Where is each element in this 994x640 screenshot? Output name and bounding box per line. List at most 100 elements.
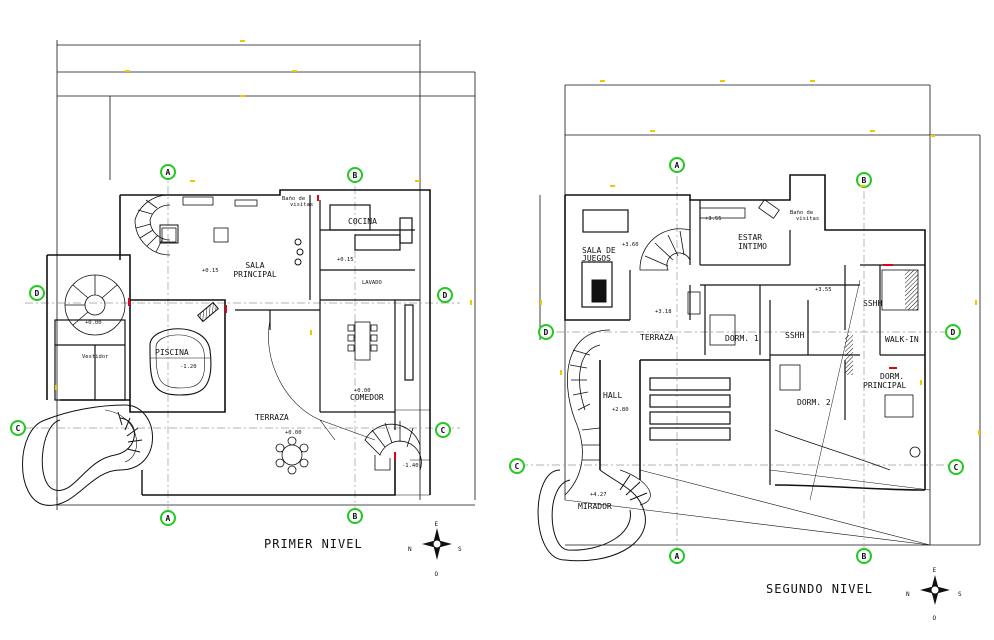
- interior-walls-2: [581, 200, 925, 485]
- exterior-walls-2: [564, 174, 926, 491]
- axis-marker-d-left: D: [29, 285, 45, 301]
- chair: [294, 258, 302, 266]
- axis-marker-d-right-2: D: [945, 324, 961, 340]
- axis-marker-b-top: B: [347, 167, 363, 183]
- level-mark: -1.40: [402, 463, 419, 469]
- bed-dorm2: [779, 364, 801, 391]
- room-label-lavado: LAVADO: [362, 280, 382, 286]
- room-label-sshh2: SSHH: [785, 331, 804, 340]
- level-mark: +3.55: [815, 287, 832, 293]
- pool: [149, 328, 212, 396]
- level-mark: +0.15: [337, 257, 354, 263]
- chair-2: [758, 199, 780, 219]
- axis-marker-c-right-2: C: [948, 459, 964, 475]
- axis-marker-a-top-2: A: [669, 157, 685, 173]
- room-label-cocina: COCINA: [348, 217, 377, 226]
- svg-text:A: A: [166, 168, 171, 177]
- walkin-rack: [905, 270, 918, 310]
- room-label-sala-line2: PRINCIPAL: [233, 270, 277, 279]
- svg-text:S: S: [458, 546, 462, 553]
- hall-stair: [564, 329, 611, 496]
- armchair: [687, 291, 701, 315]
- svg-text:C: C: [515, 462, 520, 471]
- svg-text:B: B: [862, 552, 867, 561]
- axis-grid-lines: [25, 170, 460, 520]
- axis-marker-b-bottom-2: B: [856, 548, 872, 564]
- svg-text:O: O: [933, 615, 937, 622]
- dimension-lines-2: [539, 84, 981, 546]
- svg-text:D: D: [544, 328, 549, 337]
- svg-text:D: D: [443, 291, 448, 300]
- room-label-sshh1: SSHH: [863, 299, 882, 308]
- axis-markers-segundo: A B A B D D C C: [509, 157, 964, 564]
- axis-marker-c-left: C: [10, 420, 26, 436]
- desk: [699, 207, 746, 219]
- room-label-terraza: TERRAZA: [255, 413, 289, 422]
- level-mark: +0.15: [202, 268, 219, 274]
- room-label-piscina: PISCINA: [155, 348, 189, 357]
- spiral-stair-2: [639, 228, 691, 271]
- svg-text:N: N: [906, 591, 910, 598]
- level-mark: +4.27: [590, 492, 607, 498]
- plan-primer-nivel: [22, 40, 476, 520]
- axis-marker-d-right: D: [437, 287, 453, 303]
- curved-ramp: [22, 404, 153, 506]
- pool-table: [591, 279, 607, 303]
- plan-segundo-nivel: [520, 84, 981, 562]
- level-mark: +2.80: [612, 407, 629, 413]
- room-label-dorm-principal: DORM.PRINCIPAL: [863, 372, 907, 390]
- svg-text:O: O: [435, 571, 439, 578]
- svg-text:C: C: [954, 463, 959, 472]
- room-label-vestidor: Vestidor: [82, 354, 109, 360]
- svg-text:A: A: [675, 552, 680, 561]
- svg-text:C: C: [441, 426, 446, 435]
- chair: [294, 238, 302, 246]
- level-mark: +0.00: [285, 430, 302, 436]
- sofa-2: [234, 199, 258, 207]
- svg-text:E: E: [435, 521, 439, 528]
- svg-text:E: E: [933, 567, 937, 574]
- terrace-table: [275, 436, 309, 475]
- axis-marker-c-left-2: C: [509, 458, 525, 474]
- interior-walls: [54, 195, 420, 430]
- svg-text:C: C: [16, 424, 21, 433]
- north-symbol-segundo: E O N S: [906, 567, 962, 622]
- axis-markers-primer: A B A B D D C C: [10, 164, 453, 526]
- svg-text:S: S: [958, 591, 962, 598]
- level-mark: +3.55: [705, 216, 722, 222]
- bed-principal: [884, 394, 914, 418]
- room-label-comedor: COMEDOR: [350, 393, 384, 402]
- axis-marker-a-bottom-2: A: [669, 548, 685, 564]
- room-label-terraza-2: TERRAZA: [640, 333, 674, 342]
- principal-curve: [774, 429, 891, 471]
- sofa: [182, 196, 214, 206]
- axis-marker-b-top-2: B: [856, 172, 872, 188]
- mirador: [537, 469, 651, 562]
- axis-marker-c-right: C: [435, 422, 451, 438]
- bed-dorm1: [709, 314, 736, 346]
- exterior-walls: [46, 189, 431, 496]
- svg-text:D: D: [951, 328, 956, 337]
- spiral-stair-right: [364, 421, 422, 471]
- level-mark: +0.00: [354, 388, 371, 394]
- svg-text:A: A: [675, 161, 680, 170]
- axis-marker-a-bottom: A: [160, 510, 176, 526]
- svg-text:D: D: [35, 289, 40, 298]
- dark-panel: [845, 335, 853, 375]
- room-label-walkin: WALK-IN: [885, 335, 919, 344]
- room-label-dorm2: DORM. 2: [797, 398, 831, 407]
- plan-title-primer: PRIMER NIVEL: [264, 537, 363, 551]
- level-mark: -1.20: [180, 364, 197, 370]
- plan-title-segundo: SEGUNDO NIVEL: [766, 582, 873, 596]
- svg-text:B: B: [353, 171, 358, 180]
- room-label-dorm1: DORM. 1: [725, 334, 759, 343]
- fireplace: [159, 224, 179, 244]
- axis-marker-b-bottom: B: [347, 508, 363, 524]
- spiral-stair-upper: [134, 194, 177, 256]
